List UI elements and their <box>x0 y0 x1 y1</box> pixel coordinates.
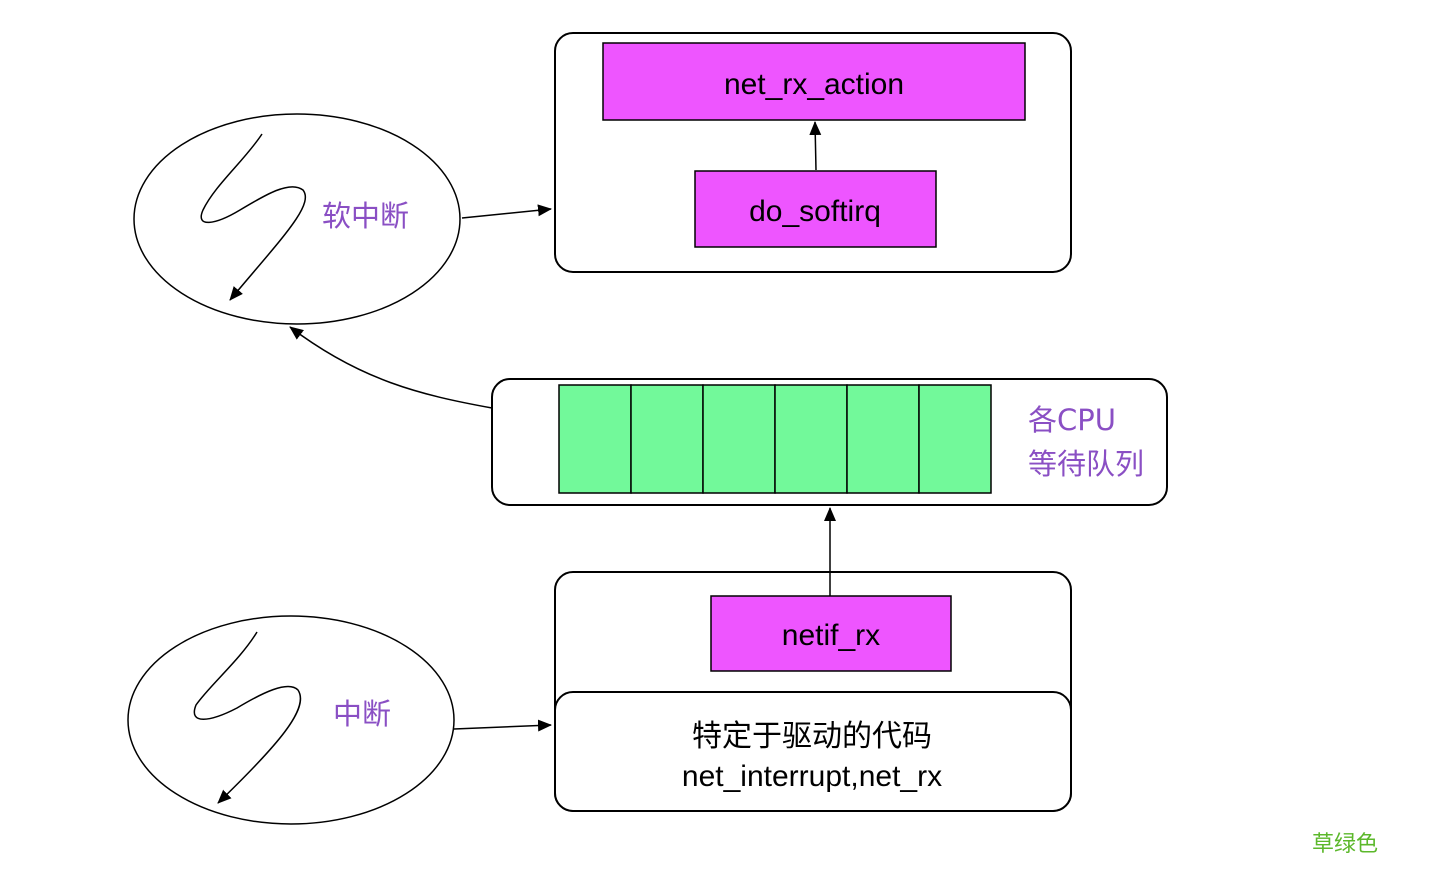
do-softirq-to-net-rx-action-arrow <box>809 121 822 171</box>
queue-label-line2: 等待队列 <box>1028 447 1144 481</box>
driver-code-label: 特定于驱动的代码 <box>692 719 932 754</box>
queue-cell <box>702 384 776 494</box>
softirq-to-container-arrow <box>461 204 552 219</box>
interrupt-container: netif_rx 特定于驱动的代码 net_interrupt,net_rx <box>554 571 1072 812</box>
queue-cell <box>774 384 848 494</box>
net-rx-action-label: net_rx_action <box>724 68 904 101</box>
queue-label-line1: 各CPU <box>1028 403 1116 437</box>
softirq-label: 软中断 <box>322 199 409 233</box>
do-softirq-label: do_softirq <box>749 195 881 228</box>
queue-cell <box>558 384 632 494</box>
per-cpu-queue-container: 各CPU 等待队列 <box>491 378 1168 506</box>
softirq-container: net_rx_action do_softirq <box>554 32 1072 273</box>
interrupt-thread: 中断 <box>127 615 455 825</box>
queue-cells <box>558 384 992 494</box>
queue-to-softirq-arrow <box>289 326 493 409</box>
netif-rx-label: netif_rx <box>782 619 880 652</box>
interrupt-to-container-arrow <box>453 719 552 732</box>
softirq-thread-squiggle-icon <box>200 133 307 301</box>
net-rx-action-box: net_rx_action <box>602 42 1026 121</box>
corner-note: 草绿色 <box>1312 832 1378 857</box>
softirq-thread: 软中断 <box>133 113 461 325</box>
interrupt-label: 中断 <box>333 697 391 731</box>
driver-code-box: 特定于驱动的代码 net_interrupt,net_rx <box>554 691 1072 812</box>
netif-rx-box: netif_rx <box>710 595 952 672</box>
queue-cell <box>630 384 704 494</box>
interrupt-thread-squiggle-icon <box>193 631 302 804</box>
queue-cell <box>846 384 920 494</box>
driver-functions-label: net_interrupt,net_rx <box>682 760 942 793</box>
do-softirq-box: do_softirq <box>694 170 937 248</box>
queue-cell <box>918 384 992 494</box>
